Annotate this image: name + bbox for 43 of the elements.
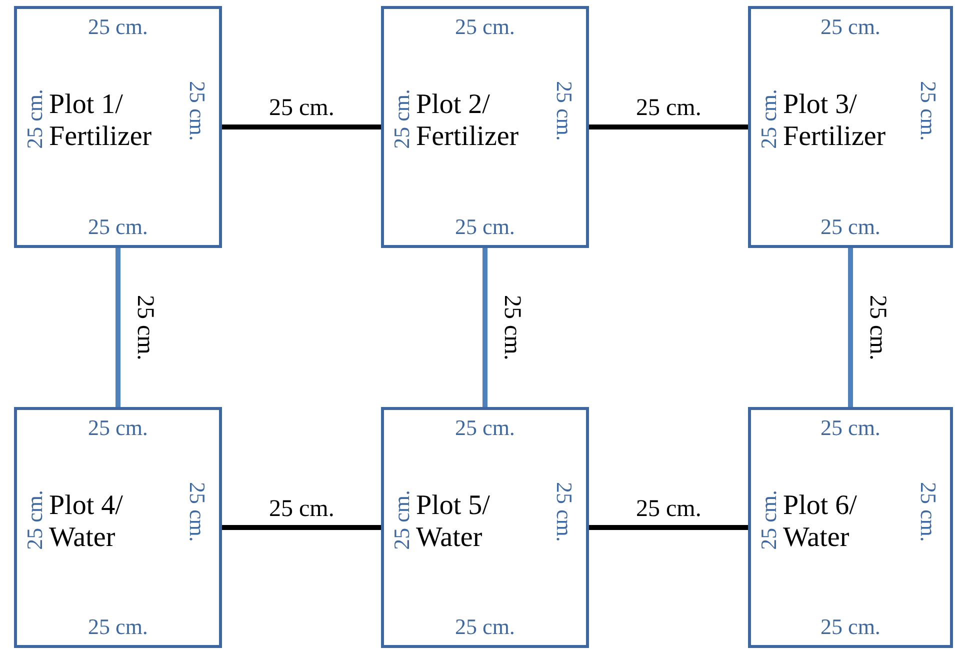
dimension-label: 25 cm.: [23, 490, 47, 550]
dimension-label: 25 cm.: [757, 490, 781, 550]
dimension-label: 25 cm.: [455, 15, 515, 39]
dimension-label: 25 cm.: [455, 215, 515, 239]
dimension-label: 25 cm.: [820, 615, 880, 639]
plot-box: [381, 6, 589, 248]
dimension-label: 25 cm.: [916, 81, 940, 141]
plot-label: Plot 6/ Water: [783, 490, 858, 554]
dimension-label: 25 cm.: [390, 490, 414, 550]
dimension-label: 25 cm.: [88, 615, 148, 639]
connector-line: [589, 525, 748, 530]
dimension-label: 25 cm.: [552, 81, 576, 141]
connector-line: [222, 124, 381, 130]
dimension-label: 25 cm.: [820, 215, 880, 239]
dimension-label: 25 cm.: [820, 15, 880, 39]
dimension-label: 25 cm.: [916, 482, 940, 542]
dimension-label: 25 cm.: [23, 89, 47, 149]
plot-label: Plot 1/ Fertilizer: [49, 89, 153, 153]
connector-line: [482, 248, 488, 407]
plot-box: [14, 6, 222, 248]
dimension-label: 25 cm.: [455, 416, 515, 440]
dimension-label: 25 cm.: [185, 482, 209, 542]
plot-label: Plot 5/ Water: [416, 490, 491, 554]
plot-box: [748, 407, 953, 648]
dimension-label: 25 cm.: [820, 416, 880, 440]
connector-line: [222, 525, 381, 530]
dimension-label: 25 cm.: [757, 89, 781, 149]
connector-line: [589, 124, 748, 130]
plot-box: [748, 6, 953, 248]
plot-box: [14, 407, 222, 648]
dimension-label: 25 cm.: [390, 89, 414, 149]
dimension-label: 25 cm.: [88, 15, 148, 39]
dimension-label: 25 cm.: [455, 615, 515, 639]
plot-label: Plot 2/ Fertilizer: [416, 89, 520, 153]
connector-line: [116, 248, 120, 407]
dimension-label: 25 cm.: [185, 81, 209, 141]
plot-label: Plot 4/ Water: [49, 490, 124, 554]
dimension-label: 25 cm.: [88, 416, 148, 440]
plot-label: Plot 3/ Fertilizer: [783, 89, 887, 153]
plot-box: [381, 407, 589, 648]
connector-line: [848, 248, 853, 407]
dimension-label: 25 cm.: [88, 215, 148, 239]
dimension-label: 25 cm.: [552, 482, 576, 542]
